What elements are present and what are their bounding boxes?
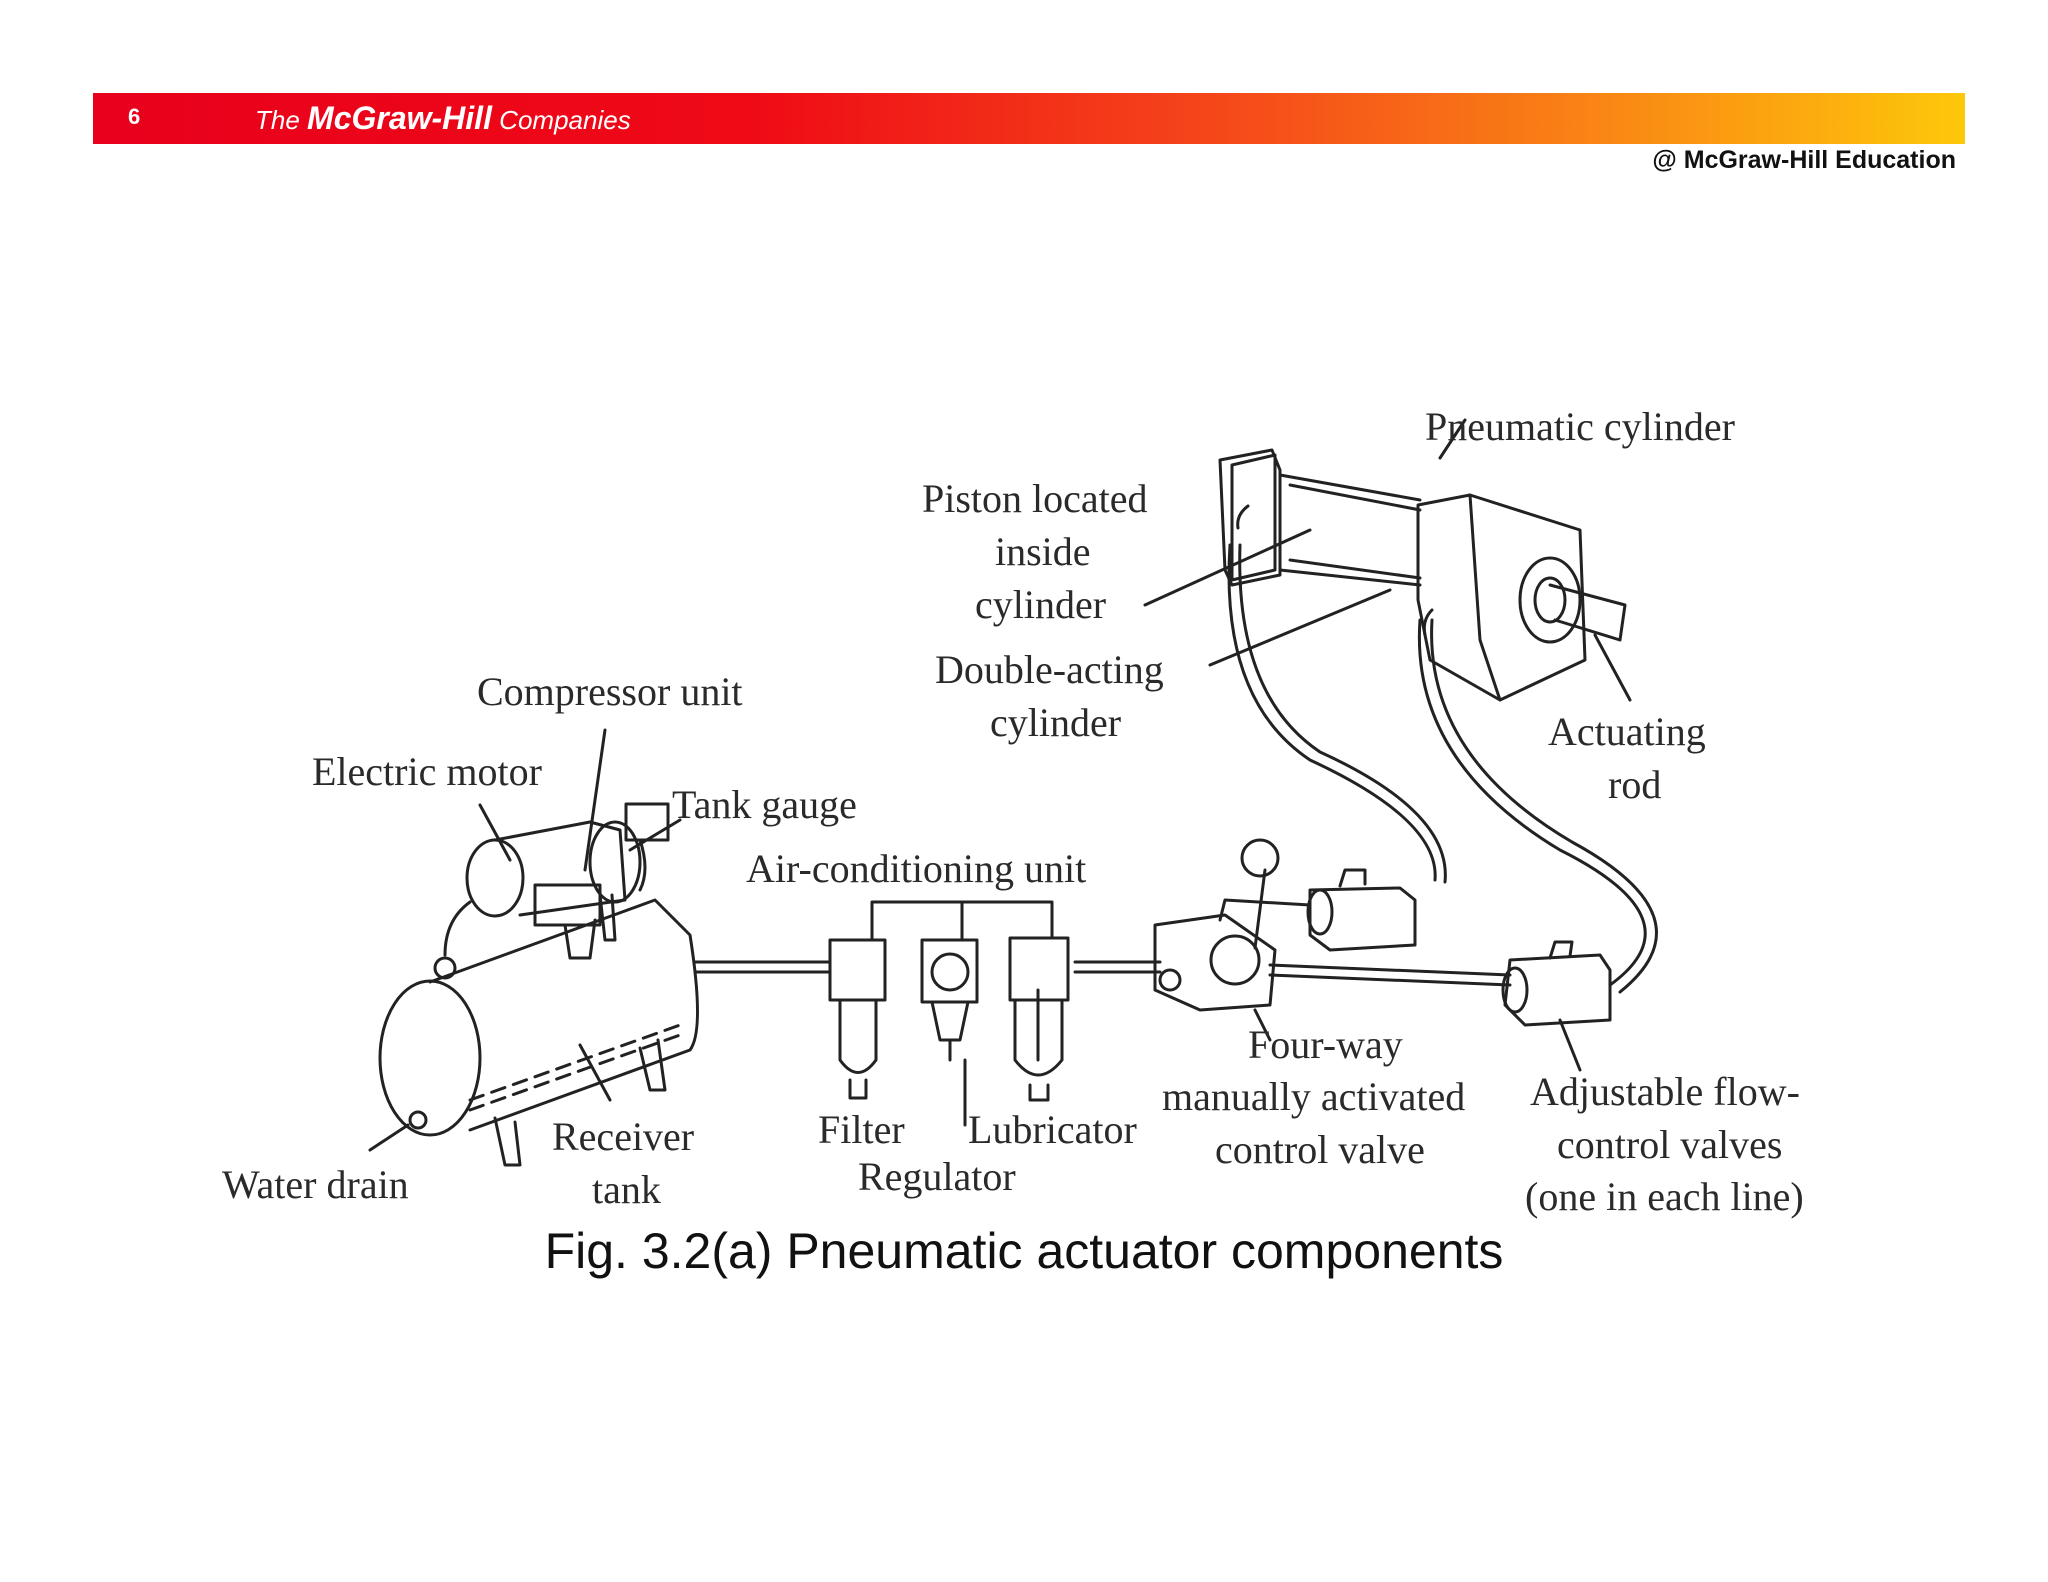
label-receiver-1: Receiver [552,1114,694,1159]
brand-prefix: The [255,105,308,135]
brand-logo: The McGraw-Hill Companies [255,100,631,137]
label-pneumatic-cylinder: Pneumatic cylinder [1425,404,1735,449]
flow-control-valve-upper [1306,868,1417,952]
air-conditioning-unit [828,936,1070,1102]
label-electric-motor: Electric motor [312,749,542,794]
page-number: 6 [128,104,141,129]
label-piston-2: inside [995,529,1091,574]
label-flow-1: Adjustable flow- [1530,1069,1800,1114]
label-double-acting-2: cylinder [990,700,1121,745]
label-receiver-2: tank [592,1167,661,1212]
label-regulator: Regulator [858,1154,1016,1199]
header-banner [93,93,1965,144]
copyright-notice: @ McGraw-Hill Education [1652,146,1956,174]
label-double-acting-1: Double-acting [935,647,1164,692]
four-way-valve [1153,838,1312,1012]
label-tank-gauge: Tank gauge [672,782,857,827]
label-air-conditioning-unit: Air-conditioning unit [746,846,1086,891]
label-fourway-1: Four-way [1248,1022,1403,1067]
label-water-drain: Water drain [222,1162,409,1207]
label-fourway-2: manually activated [1162,1074,1465,1119]
label-piston-3: cylinder [975,582,1106,627]
label-flow-2: control valves [1557,1122,1783,1167]
figure-caption: Fig. 3.2(a) Pneumatic actuator component… [544,1223,1504,1279]
label-actuating-2: rod [1608,762,1661,807]
label-fourway-3: control valve [1215,1127,1425,1172]
label-flow-3: (one in each line) [1525,1174,1804,1219]
label-lubricator: Lubricator [968,1107,1137,1152]
pneumatic-cylinder [1218,448,1627,702]
label-compressor-unit: Compressor unit [477,669,743,714]
label-piston-1: Piston located [922,476,1148,521]
brand-suffix: Companies [491,105,631,135]
label-filter: Filter [818,1107,905,1152]
flow-control-valve-lower [1268,940,1612,1027]
brand-name: McGraw-Hill [307,100,492,136]
label-actuating-1: Actuating [1548,709,1706,754]
receiver-tank [378,898,699,1167]
compressor-unit [443,802,670,960]
